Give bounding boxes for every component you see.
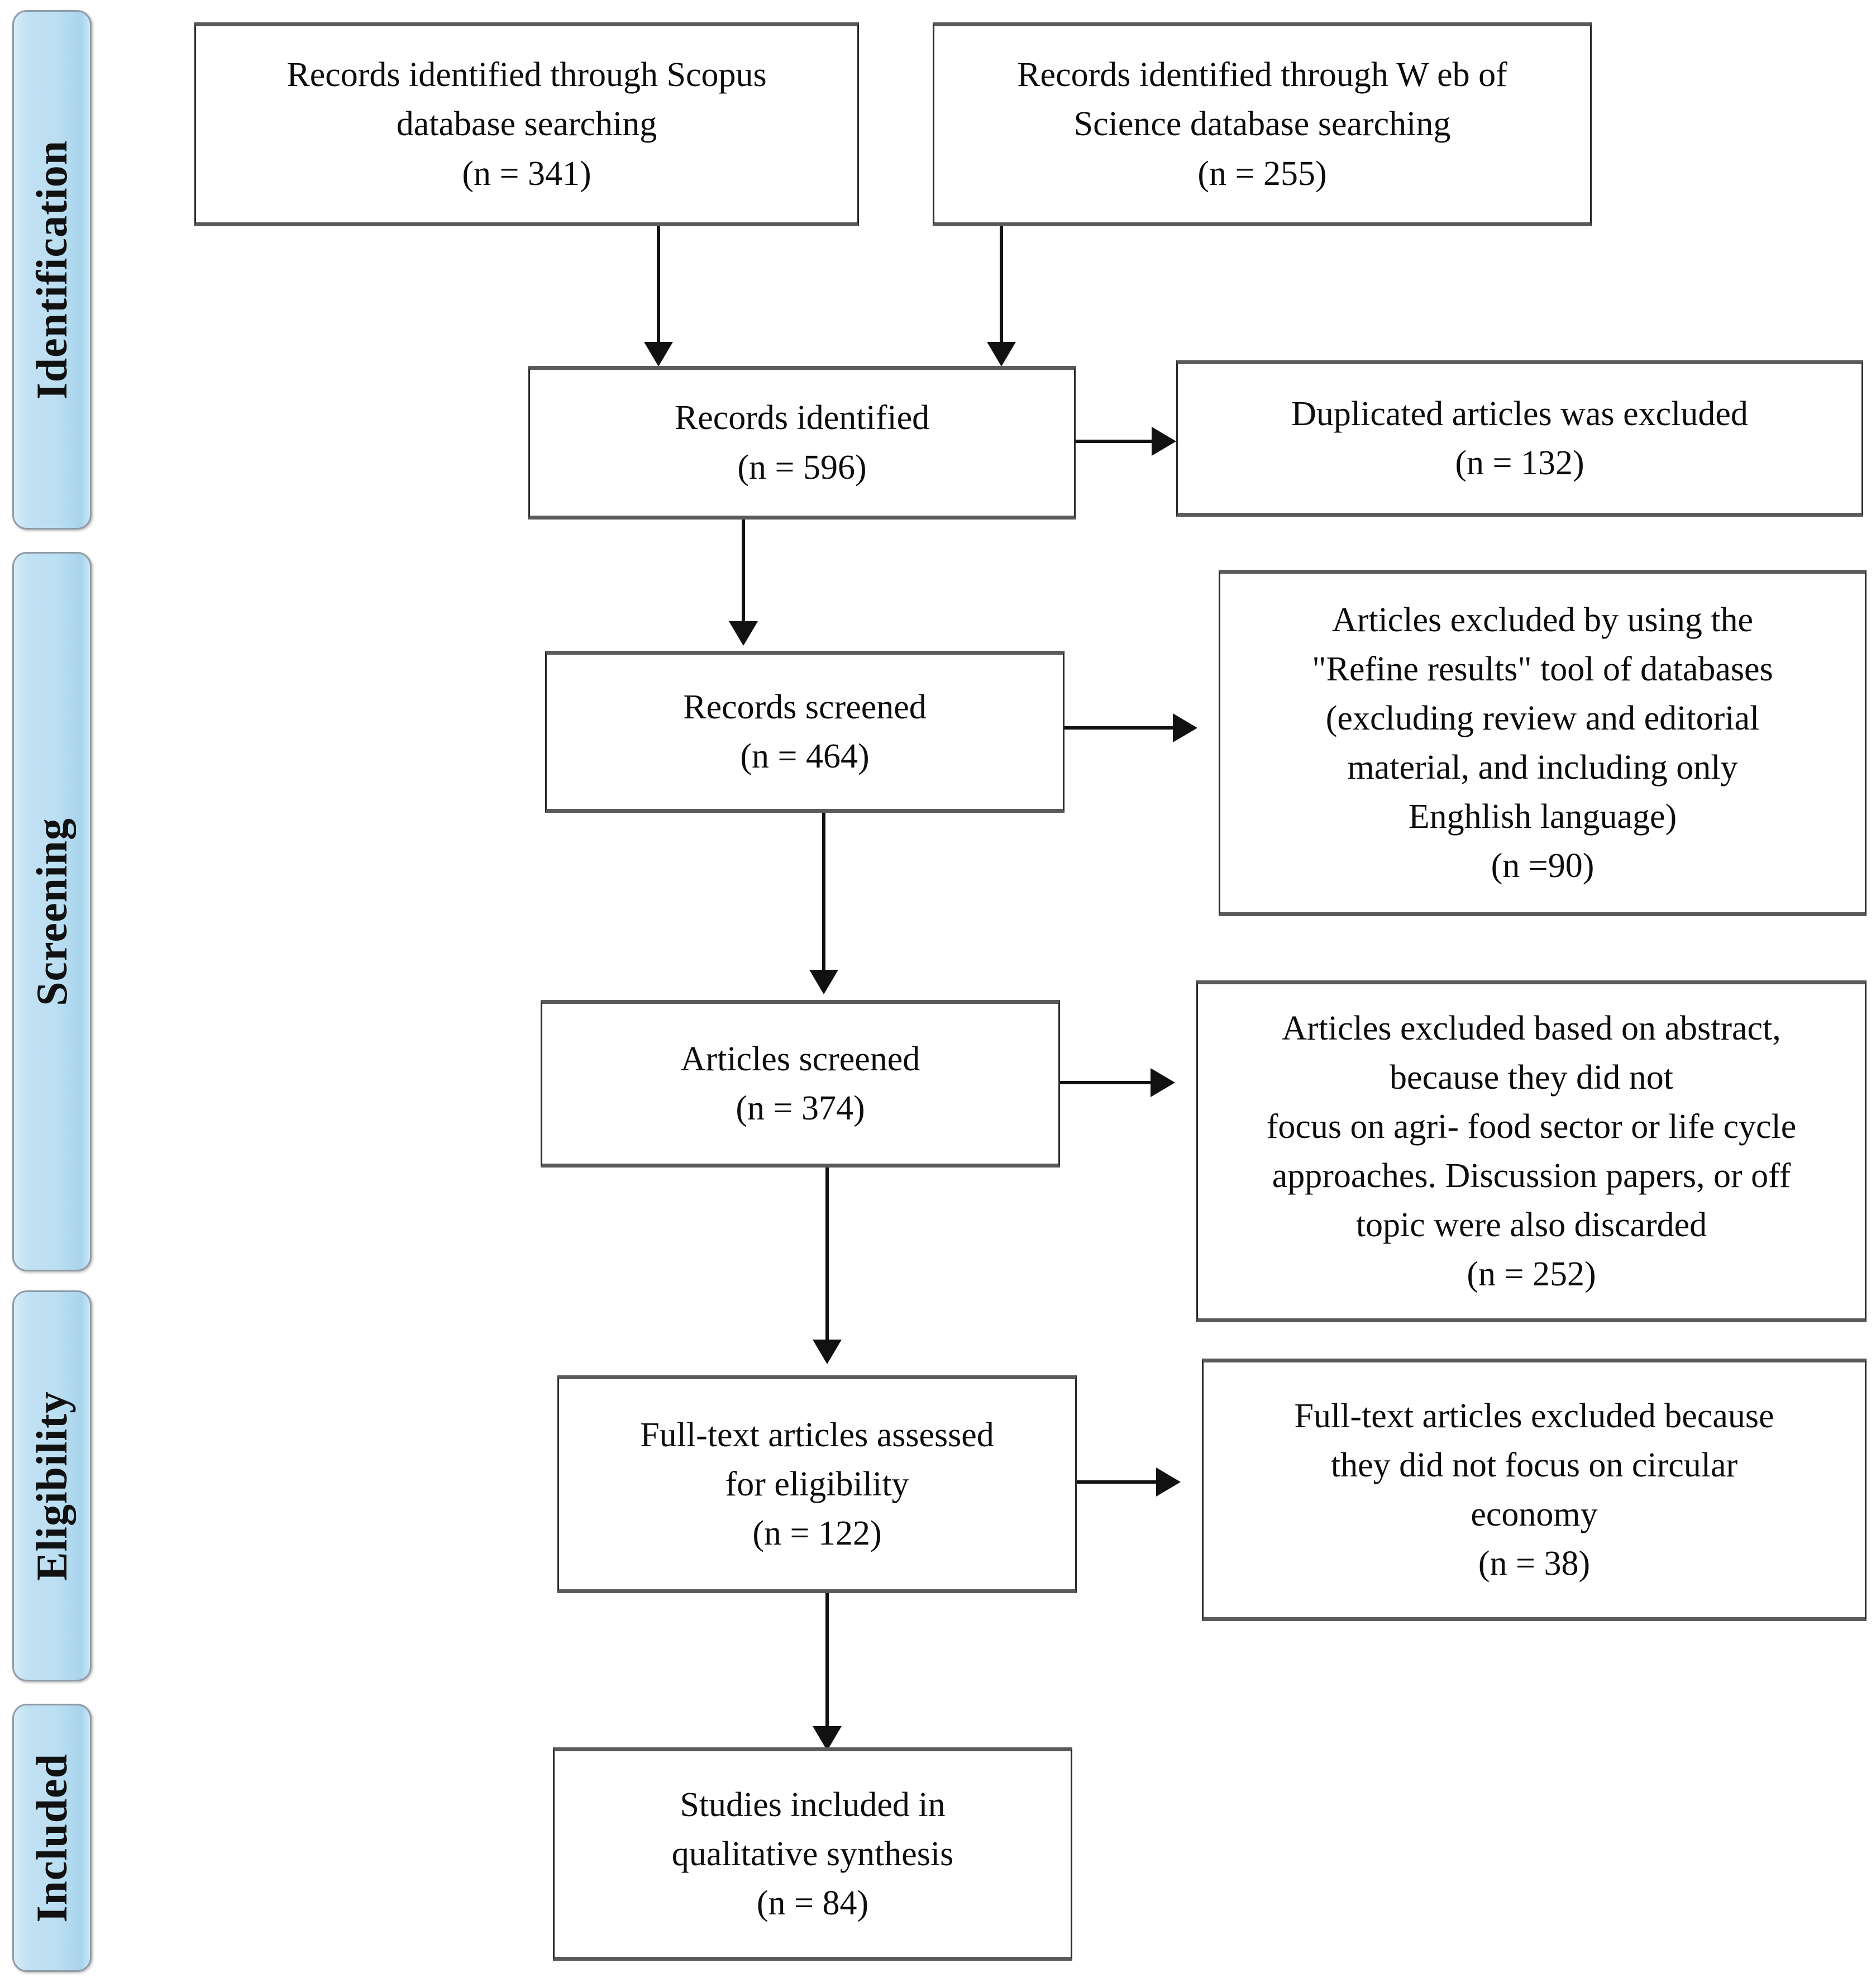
box-records-screened: Records screened (n = 464) bbox=[545, 651, 1065, 813]
box-wos-line-1: Records identified through W eb of bbox=[1017, 56, 1507, 94]
stage-tab-eligibility-label: Eligibility bbox=[27, 1390, 76, 1581]
arrow-scopus-to-identified bbox=[644, 342, 673, 366]
box-refine-excluded: Articles excluded by using the "Refine r… bbox=[1219, 570, 1867, 916]
box-abstract-excluded-line-4: approaches. Discussion papers, or off bbox=[1272, 1157, 1791, 1195]
box-duplicates-excluded: Duplicated articles was excluded (n = 13… bbox=[1176, 360, 1863, 517]
box-refine-excluded-line-2: "Refine results" tool of databases bbox=[1312, 650, 1773, 688]
connector-articles-to-fulltext bbox=[825, 1168, 829, 1346]
box-articles-screened-label: Articles screened bbox=[680, 1040, 920, 1078]
arrow-articles-to-abstract bbox=[1151, 1068, 1175, 1097]
box-scopus-line-2: database searching bbox=[396, 105, 657, 144]
box-studies-included-line-1: Studies included in bbox=[680, 1785, 946, 1824]
stage-tab-included: Included bbox=[12, 1704, 92, 1972]
box-refine-excluded-line-1: Articles excluded by using the bbox=[1331, 601, 1754, 639]
box-records-identified: Records identified (n = 596) bbox=[528, 366, 1076, 520]
box-studies-included-count: (n = 84) bbox=[756, 1884, 869, 1923]
arrow-identified-to-duplicates bbox=[1152, 427, 1176, 456]
stage-tab-eligibility: Eligibility bbox=[12, 1290, 92, 1681]
arrow-screened-to-articles bbox=[809, 970, 838, 994]
arrow-identified-to-screened bbox=[729, 621, 758, 646]
box-fulltext-assessed-line-1: Full-text articles assessed bbox=[640, 1416, 994, 1454]
box-duplicates-excluded-count: (n = 132) bbox=[1455, 444, 1584, 482]
box-abstract-excluded-line-5: topic were also discarded bbox=[1355, 1206, 1707, 1245]
arrow-articles-to-fulltext bbox=[813, 1340, 842, 1364]
connector-wos-to-identified bbox=[1000, 226, 1003, 346]
connector-scopus-to-identified bbox=[657, 226, 660, 346]
arrow-fulltext-to-included bbox=[813, 1726, 842, 1751]
box-studies-included: Studies included in qualitative synthesi… bbox=[553, 1747, 1072, 1961]
box-abstract-excluded-count: (n = 252) bbox=[1467, 1255, 1596, 1294]
stage-tab-screening: Screening bbox=[12, 552, 92, 1271]
connector-screened-to-articles bbox=[822, 813, 825, 975]
box-articles-screened: Articles screened (n = 374) bbox=[541, 1000, 1060, 1168]
box-fulltext-excluded-line-3: economy bbox=[1471, 1495, 1598, 1533]
box-fulltext-excluded: Full-text articles excluded because they… bbox=[1202, 1359, 1867, 1621]
box-wos-count: (n = 255) bbox=[1197, 154, 1327, 193]
box-records-identified-count: (n = 596) bbox=[737, 448, 867, 487]
arrow-screened-to-refine bbox=[1173, 713, 1197, 742]
box-records-identified-label: Records identified bbox=[674, 399, 930, 437]
box-fulltext-assessed-count: (n = 122) bbox=[752, 1514, 882, 1553]
box-abstract-excluded-line-1: Articles excluded based on abstract, bbox=[1282, 1009, 1781, 1047]
connector-identified-to-duplicates bbox=[1076, 440, 1157, 443]
connector-fulltext-to-included bbox=[825, 1593, 829, 1733]
arrow-fulltext-to-excluded bbox=[1156, 1467, 1181, 1497]
box-wos-line-2: Science database searching bbox=[1073, 105, 1451, 144]
stage-tab-identification-label: Identification bbox=[27, 140, 76, 400]
connector-fulltext-to-excluded bbox=[1077, 1480, 1161, 1484]
connector-screened-to-refine bbox=[1065, 726, 1176, 730]
box-fulltext-assessed: Full-text articles assessed for eligibil… bbox=[557, 1375, 1077, 1593]
box-refine-excluded-line-5: Enghlish language) bbox=[1408, 798, 1677, 836]
box-fulltext-excluded-line-2: they did not focus on circular bbox=[1330, 1446, 1738, 1484]
box-abstract-excluded-line-3: focus on agri- food sector or life cycle bbox=[1266, 1107, 1797, 1146]
box-records-screened-label: Records screened bbox=[683, 688, 927, 726]
box-abstract-excluded-line-2: because they did not bbox=[1390, 1058, 1673, 1097]
box-refine-excluded-line-3: (excluding review and editorial bbox=[1325, 699, 1760, 737]
connector-articles-to-abstract bbox=[1060, 1081, 1154, 1084]
stage-tab-screening-label: Screening bbox=[27, 817, 76, 1006]
box-wos-records: Records identified through W eb of Scien… bbox=[933, 22, 1592, 226]
connector-identified-to-screened bbox=[742, 520, 745, 626]
box-scopus-count: (n = 341) bbox=[462, 154, 591, 193]
box-fulltext-excluded-line-1: Full-text articles excluded because bbox=[1294, 1397, 1774, 1435]
stage-tab-included-label: Included bbox=[27, 1753, 76, 1923]
box-records-screened-count: (n = 464) bbox=[740, 737, 870, 775]
box-refine-excluded-count: (n =90) bbox=[1491, 847, 1595, 885]
box-scopus-line-1: Records identified through Scopus bbox=[287, 56, 767, 94]
arrow-wos-to-identified bbox=[987, 342, 1016, 366]
box-refine-excluded-line-4: material, and including only bbox=[1347, 749, 1738, 787]
box-articles-screened-count: (n = 374) bbox=[736, 1089, 865, 1127]
box-studies-included-line-2: qualitative synthesis bbox=[671, 1834, 954, 1873]
box-scopus-records: Records identified through Scopus databa… bbox=[194, 22, 859, 226]
box-fulltext-assessed-line-2: for eligibility bbox=[725, 1465, 909, 1503]
stage-tab-identification: Identification bbox=[12, 10, 92, 530]
box-abstract-excluded: Articles excluded based on abstract, bec… bbox=[1196, 980, 1867, 1322]
box-fulltext-excluded-count: (n = 38) bbox=[1478, 1545, 1591, 1583]
box-duplicates-excluded-label: Duplicated articles was excluded bbox=[1291, 394, 1748, 433]
